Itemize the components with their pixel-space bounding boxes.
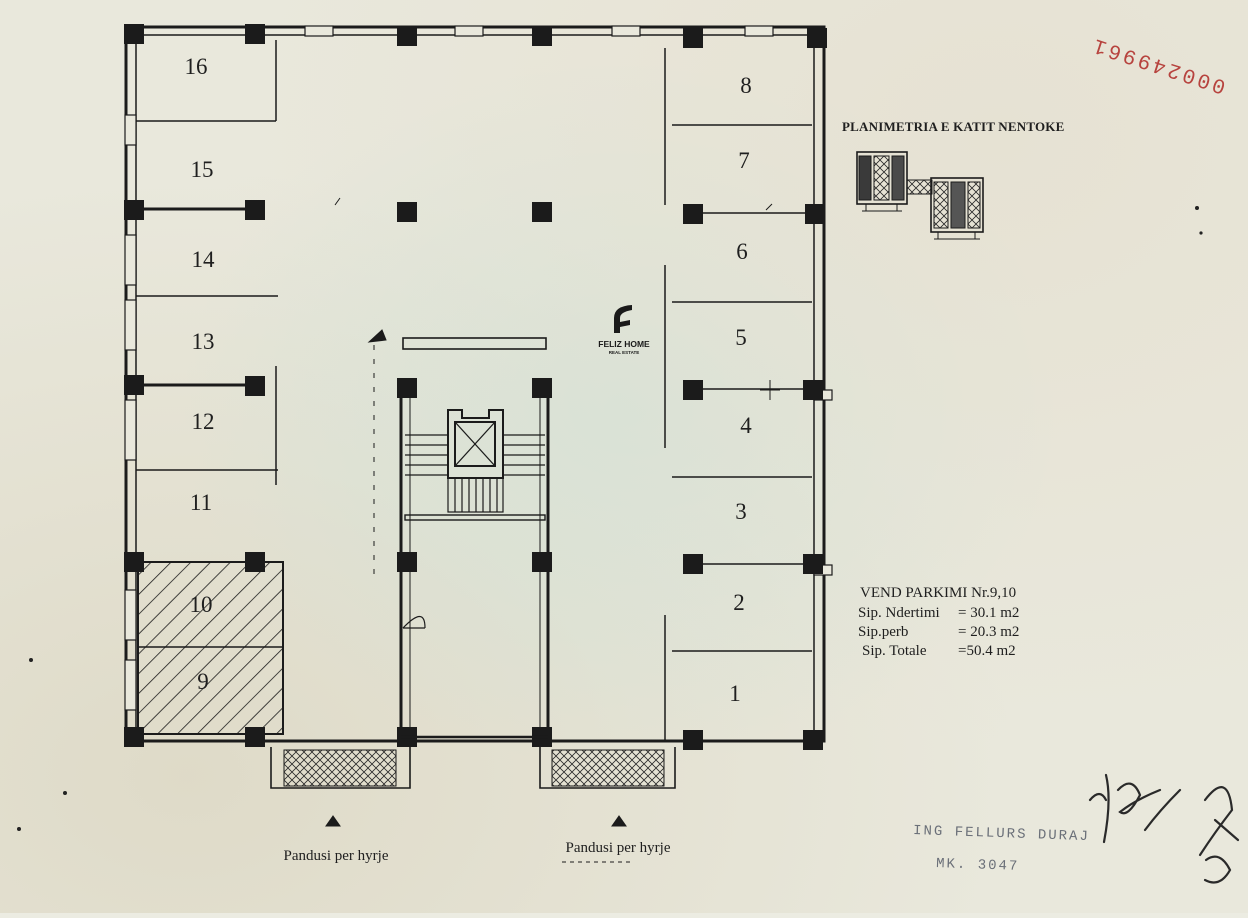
unit-label-9: 9 (197, 669, 209, 694)
handwritten-signature (1088, 773, 1240, 884)
stair-elevator-core (399, 337, 550, 739)
parking-row-label-0: Sip. Ndertimi (858, 605, 940, 621)
unit-label-7: 7 (738, 148, 750, 173)
elevator-shaft (447, 409, 504, 479)
unit-label-1: 1 (729, 681, 741, 706)
highlighted-parking-9-10 (137, 561, 284, 735)
left-unit-labels: 16 15 14 13 12 11 10 9 (185, 54, 216, 694)
feliz-home-logo: FELIZ HOME REAL ESTATE (598, 305, 650, 355)
dimension-marks (334, 197, 780, 575)
right-parking-partitions (664, 48, 812, 740)
entrance-ramps (270, 747, 676, 863)
ramp-label-left: Pandusi per hyrje (284, 848, 389, 864)
parking-row-label-2: Sip. Totale (862, 643, 927, 659)
logo-brand: FELIZ HOME (598, 339, 650, 349)
unit-label-16: 16 (185, 54, 208, 79)
stamp-license: MK. 3047 (936, 856, 1020, 875)
logo-tagline: REAL ESTATE (609, 350, 640, 355)
unit-label-5: 5 (735, 325, 747, 350)
scan-speckles (17, 206, 1203, 831)
parking-heading: VEND PARKIMI Nr.9,10 (860, 585, 1016, 601)
right-unit-labels: 8 7 6 5 4 3 2 1 (729, 73, 752, 706)
unit-label-13: 13 (192, 329, 215, 354)
unit-label-2: 2 (733, 590, 745, 615)
unit-label-3: 3 (735, 499, 747, 524)
unit-label-6: 6 (736, 239, 748, 264)
unit-label-11: 11 (190, 490, 212, 515)
left-parking-partitions (136, 40, 278, 485)
parking-info-block: VEND PARKIMI Nr.9,10 Sip. Ndertimi = 30.… (858, 585, 1019, 659)
unit-label-14: 14 (192, 247, 216, 272)
parking-row-value-2: =50.4 m2 (958, 643, 1016, 659)
document-number: 000249961 (1088, 32, 1229, 97)
unit-label-4: 4 (740, 413, 752, 438)
stamp-engineer: ING FELLURS DURAJ (913, 823, 1090, 845)
building-thumbnail (856, 151, 984, 240)
unit-label-12: 12 (192, 409, 215, 434)
parking-row-value-0: = 30.1 m2 (958, 605, 1019, 621)
parking-row-label-1: Sip.perb (858, 624, 908, 640)
unit-label-15: 15 (191, 157, 214, 182)
unit-label-8: 8 (740, 73, 752, 98)
ramp-label-right: Pandusi per hyrje (566, 840, 671, 856)
engineer-stamp: ING FELLURS DURAJ MK. 3047 (913, 823, 1090, 875)
parking-row-value-1: = 20.3 m2 (958, 624, 1019, 640)
stair-treads (405, 434, 545, 513)
feliz-home-logo-mark (614, 305, 632, 333)
unit-label-10: 10 (190, 592, 213, 617)
plan-title: PLANIMETRIA E KATIT NENTOKE (842, 119, 1064, 134)
